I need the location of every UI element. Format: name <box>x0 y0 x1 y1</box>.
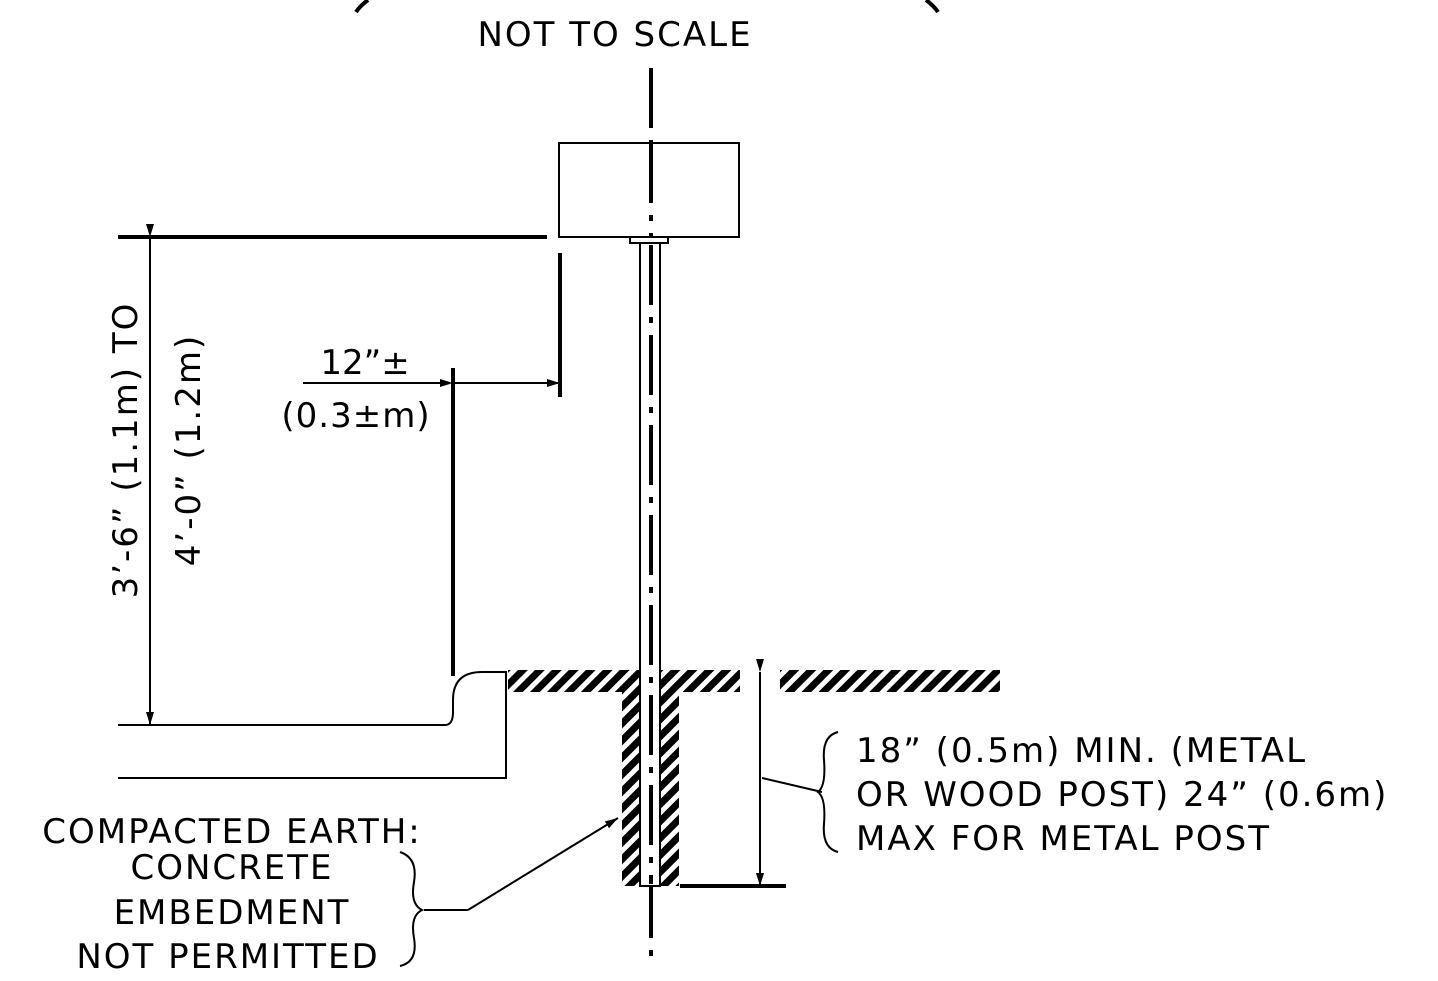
depth-leader <box>761 777 823 793</box>
scale-note: NOT TO SCALE <box>477 15 752 55</box>
depth-note-brace <box>816 731 839 853</box>
title-bracket-right <box>924 0 940 14</box>
depth-note-line2: OR WOOD POST) 24” (0.6m) <box>856 775 1388 815</box>
soil-note-brace <box>399 851 425 967</box>
height-dimension-label-2: 4’-0” (1.2m) <box>169 334 209 566</box>
offset-label-line2: (0.3±m) <box>281 396 430 436</box>
height-dimension-label: 3’-6” (1.1m) TO <box>106 302 146 599</box>
title-bracket-left <box>354 0 370 14</box>
soil-note-line1: COMPACTED EARTH: <box>42 812 422 852</box>
depth-note-line3: MAX FOR METAL POST <box>856 819 1271 859</box>
embedment-hatch-right <box>660 672 679 886</box>
soil-leader-diagonal <box>467 817 619 911</box>
soil-note-line3: EMBEDMENT <box>114 893 351 933</box>
offset-label-line1: 12”± <box>320 343 409 383</box>
curb-profile <box>118 671 507 779</box>
soil-note-line4: NOT PERMITTED <box>76 937 379 977</box>
ground-hatch-right <box>780 670 1000 692</box>
soil-note-line2: CONCRETE <box>130 848 333 888</box>
height-label-line2: 4’-0” (1.2m) <box>169 334 209 566</box>
embedment-hatch-left <box>622 672 641 886</box>
height-label-line1: 3’-6” (1.1m) TO <box>106 302 146 599</box>
depth-note-line1: 18” (0.5m) MIN. (METAL <box>856 731 1307 771</box>
